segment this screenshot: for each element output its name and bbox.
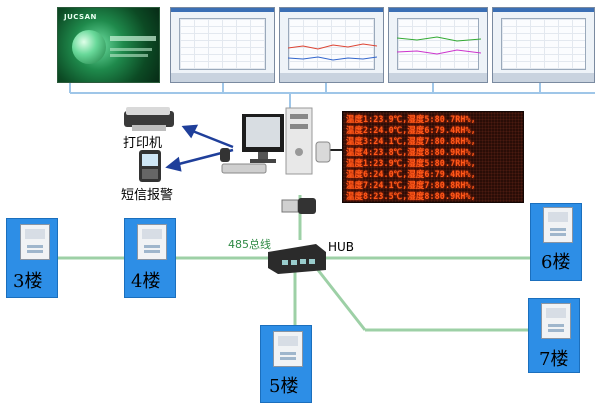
led-line: 温度8:23.5℃,湿度8:80.9RH%, [346, 191, 476, 201]
led-line: 温度7:24.1℃,湿度7:80.8RH%, [346, 180, 476, 190]
led-line: 温度6:24.0℃,湿度6:79.4RH%, [346, 169, 476, 179]
led-line: 温度1:23.9℃,湿度5:80.7RH%, [346, 114, 476, 124]
floor-node-7: 7楼 [528, 298, 580, 373]
hub-label: HUB [328, 240, 355, 254]
splash-logo: JUCSAN [64, 13, 97, 21]
sensor-device-icon [543, 207, 573, 243]
floor-label: 4楼 [131, 271, 161, 292]
sensor-device-icon [273, 331, 303, 367]
printer-icon [124, 107, 174, 131]
hub-icon [268, 244, 326, 274]
floor-label: 7楼 [539, 349, 569, 370]
sensor-device-icon [20, 224, 50, 260]
converter-icon [281, 198, 316, 214]
floor-node-3: 3楼 [6, 218, 58, 298]
led-line: 温度2:24.0℃,湿度6:79.4RH%, [346, 125, 476, 135]
floor-label: 5楼 [269, 376, 299, 397]
led-display-board: 温度1:23.9℃,湿度5:80.7RH%, 温度2:24.0℃,湿度6:79.… [342, 111, 524, 203]
floor-node-5: 5楼 [260, 325, 312, 403]
phone-icon [139, 150, 161, 182]
splash-orb-icon [72, 30, 106, 64]
floor-node-4: 4楼 [124, 218, 176, 298]
led-line: 温度4:23.8℃,湿度8:80.9RH%, [346, 147, 476, 157]
sms-alarm-label: 短信报警 [121, 188, 174, 203]
printer-arrow [189, 128, 234, 149]
floor7-line-a [316, 269, 367, 331]
computer-icon [220, 107, 331, 175]
floor-label: 6楼 [541, 252, 571, 273]
software-screenshot-status [492, 7, 595, 83]
software-screenshot-table [170, 7, 275, 83]
printer-label: 打印机 [123, 136, 163, 151]
sensor-device-icon [137, 224, 167, 260]
software-splash-screenshot: JUCSAN [57, 7, 160, 83]
sensor-device-icon [541, 303, 571, 339]
floor-label: 3楼 [13, 271, 43, 292]
bus-485-label: 485总线 [228, 238, 271, 251]
software-screenshot-curves [388, 7, 488, 83]
software-screenshot-chart [279, 7, 384, 83]
led-line: 温度1:23.9℃,湿度5:80.7RH%, [346, 158, 476, 168]
led-line: 温度3:24.1℃,湿度7:80.8RH%, [346, 136, 476, 146]
floor-node-6: 6楼 [530, 203, 582, 281]
